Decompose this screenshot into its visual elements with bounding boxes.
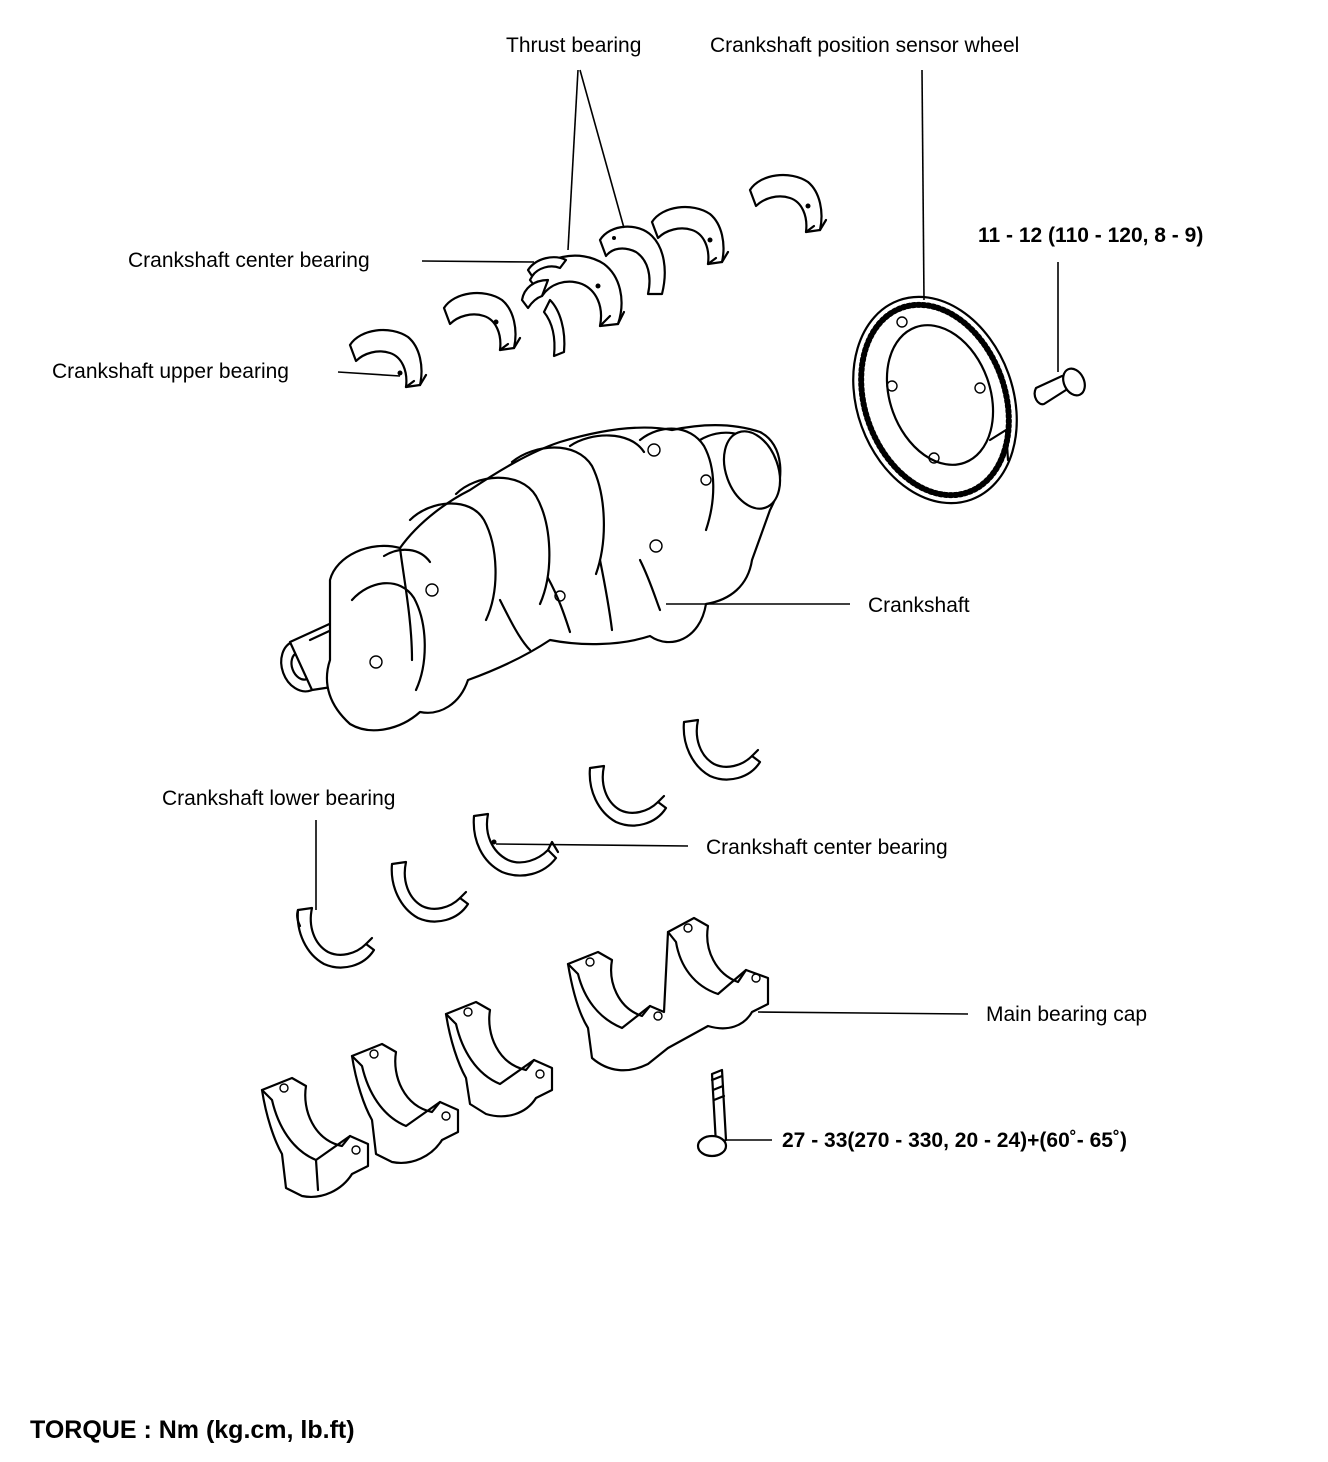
leader-lines bbox=[315, 69, 969, 1141]
torque-units-note: TORQUE : Nm (kg.cm, lb.ft) bbox=[30, 1416, 355, 1444]
label-lower-bearing: Crankshaft lower bearing bbox=[162, 787, 396, 810]
label-center-bearing-upper: Crankshaft center bearing bbox=[128, 249, 370, 272]
upper-bearing-shell bbox=[348, 329, 428, 389]
upper-bearing-shell bbox=[650, 206, 730, 266]
label-sensor-wheel: Crankshaft position sensor wheel bbox=[710, 34, 1020, 57]
label-crankshaft: Crankshaft bbox=[868, 594, 970, 617]
upper-bearing-shell bbox=[442, 292, 522, 352]
crankshaft-body bbox=[280, 423, 782, 732]
crankshaft-position-sensor-wheel bbox=[852, 295, 1018, 505]
label-main-bearing-cap: Main bearing cap bbox=[986, 1003, 1148, 1026]
center-bearing-shell bbox=[520, 254, 626, 358]
label-wheel-bolt-torque: 11 - 12 (110 - 120, 8 - 9) bbox=[978, 224, 1204, 247]
upper-bearing-shells bbox=[348, 174, 828, 389]
label-thrust-bearing: Thrust bearing bbox=[506, 34, 642, 57]
sensor-wheel-bolt bbox=[1033, 262, 1086, 406]
lower-bearing-shell bbox=[472, 812, 560, 877]
upper-bearing-shell bbox=[748, 174, 828, 234]
lower-bearing-shell bbox=[390, 860, 470, 923]
label-upper-bearing: Crankshaft upper bearing bbox=[52, 360, 289, 383]
label-cap-bolt-torque: 27 - 33(270 - 330, 20 - 24)+(60˚- 65˚) bbox=[782, 1129, 1127, 1152]
lower-bearing-shell bbox=[682, 718, 762, 781]
lower-bearing-shells bbox=[296, 718, 762, 969]
lower-bearing-shell bbox=[588, 764, 668, 827]
label-center-bearing-lower: Crankshaft center bearing bbox=[706, 836, 948, 859]
main-bearing-cap bbox=[350, 1042, 460, 1164]
main-bearing-cap bbox=[444, 1000, 554, 1118]
main-bearing-cap-rear bbox=[566, 916, 770, 1072]
main-bearing-caps bbox=[260, 916, 770, 1198]
upper-bearing-shell bbox=[598, 225, 666, 296]
main-bearing-cap bbox=[260, 1076, 370, 1198]
lower-bearing-shell bbox=[296, 906, 376, 969]
main-bearing-cap-bolt bbox=[696, 1068, 728, 1158]
